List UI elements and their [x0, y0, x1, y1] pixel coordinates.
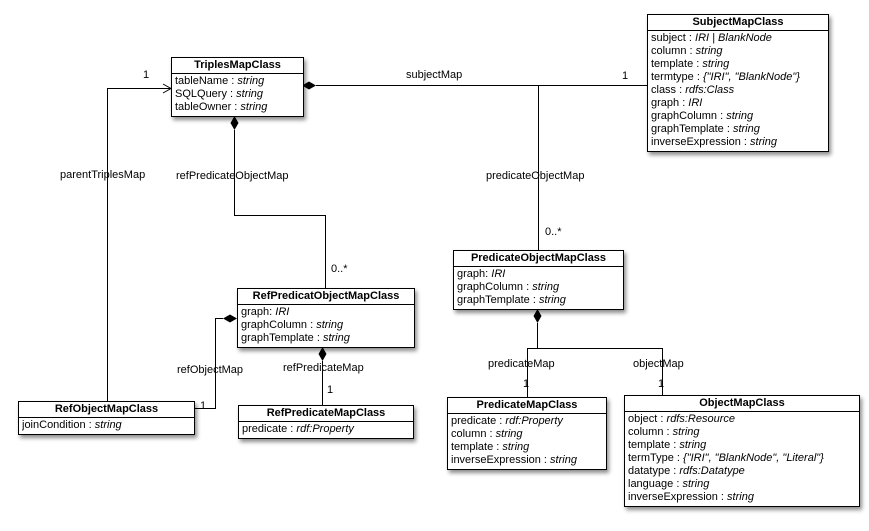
- class-box-predicatemapclass: PredicateMapClass predicate : rdf:Proper…: [447, 397, 607, 470]
- attribute-row: inverseExpression : string: [651, 136, 777, 148]
- edge-label-parent-triples-map: parentTriplesMap: [60, 169, 146, 181]
- multiplicity-ref-predicate-object-map: 0..*: [331, 263, 348, 275]
- multiplicity-ref-object-map: 1: [200, 400, 207, 412]
- class-title: RefPredicatObjectMapClass: [238, 289, 414, 305]
- attribute-row: predicate : rdf:Property: [242, 423, 354, 435]
- class-title: PredicateObjectMapClass: [454, 251, 623, 267]
- composition-diamond-ref-object-map: [223, 314, 237, 323]
- attribute-row: graphTemplate : string: [651, 123, 760, 135]
- multiplicity-object-map: 1: [658, 378, 665, 390]
- attribute-row: subject : IRI | BlankNode: [651, 32, 772, 44]
- edge-label-predicate-object-map: predicateObjectMap: [486, 170, 585, 182]
- edge-object-branch: [537, 348, 663, 395]
- class-title: RefObjectMapClass: [19, 402, 194, 418]
- class-title: PredicateMapClass: [448, 398, 606, 414]
- attribute-row: template : string: [451, 441, 530, 453]
- attribute-row: SQLQuery : string: [175, 88, 264, 100]
- attribute-row: graph: IRI: [457, 268, 506, 280]
- attribute-row: predicate : rdf:Property: [451, 415, 563, 427]
- attribute-row: datatype : rdfs:Datatype: [628, 465, 745, 477]
- edge-label-object-map: objectMap: [633, 358, 684, 370]
- edge-label-ref-predicate-map: refPredicateMap: [283, 362, 364, 374]
- edge-parent-triples-map: [107, 88, 170, 401]
- attribute-row: template : string: [651, 58, 730, 70]
- class-title: RefPredicateMapClass: [239, 406, 413, 422]
- multiplicity-predicate-map: 1: [523, 378, 530, 390]
- attribute-row: termtype : {"IRI", "BlankNode"}: [651, 71, 800, 83]
- attribute-row: template : string: [628, 439, 707, 451]
- class-title: TriplesMapClass: [172, 58, 303, 74]
- attribute-row: graphColumn : string: [241, 319, 344, 331]
- attribute-list: joinCondition : string: [19, 418, 194, 434]
- attribute-row: column : string: [651, 45, 723, 57]
- attribute-row: class : rdfs:Class: [651, 84, 735, 96]
- attribute-row: graph: IRI: [241, 306, 290, 318]
- edge-label-ref-predicate-object-map: refPredicateObjectMap: [176, 170, 289, 182]
- multiplicity-subject-map: 1: [622, 70, 629, 82]
- class-box-subjectmapclass: SubjectMapClass subject : IRI | BlankNod…: [647, 14, 829, 152]
- attribute-row: tableOwner : string: [175, 101, 268, 113]
- attribute-row: joinCondition : string: [22, 419, 122, 431]
- attribute-row: object : rdfs:Resource: [628, 413, 735, 425]
- attribute-row: graphColumn : string: [457, 281, 560, 293]
- attribute-row: graphColumn : string: [651, 110, 754, 122]
- class-title: SubjectMapClass: [648, 15, 828, 31]
- composition-diamond-subject-map: [302, 81, 316, 90]
- attribute-row: termType : {"IRI", "BlankNode", "Literal…: [628, 452, 824, 464]
- edge-label-ref-object-map: refObjectMap: [177, 364, 244, 376]
- attribute-row: column : string: [451, 428, 523, 440]
- edge-label-predicate-map: predicateMap: [488, 358, 555, 370]
- composition-diamond-ref-predicate-object-map: [230, 116, 239, 130]
- attribute-row: graphTemplate : string: [457, 294, 566, 306]
- class-title: ObjectMapClass: [625, 396, 859, 412]
- class-box-refpredicatemapclass: RefPredicateMapClass predicate : rdf:Pro…: [238, 405, 414, 439]
- attribute-row: graphTemplate : string: [241, 332, 350, 344]
- attribute-row: graph : IRI: [651, 97, 703, 109]
- multiplicity-predicate-object-map: 0..*: [545, 226, 562, 238]
- multiplicity-parent-triples-map: 1: [143, 69, 150, 81]
- multiplicity-ref-predicate-map: 1: [327, 384, 334, 396]
- attribute-list: predicate : rdf:Property: [239, 422, 413, 438]
- class-box-refobjectmapclass: RefObjectMapClass joinCondition : string: [18, 401, 195, 435]
- edge-label-subject-map: subjectMap: [406, 69, 463, 81]
- composition-diamond-predicate-object: [533, 309, 542, 323]
- attribute-row: column : string: [628, 426, 700, 438]
- attribute-row: inverseExpression : string: [628, 491, 754, 503]
- edge-ref-predicate-object-map: [234, 130, 326, 288]
- open-arrowhead-parent-triples-map: [162, 83, 173, 94]
- attribute-row: inverseExpression : string: [451, 454, 577, 466]
- attribute-row: language : string: [628, 478, 710, 490]
- composition-diamond-ref-predicate-map: [318, 347, 327, 361]
- attribute-row: tableName : string: [175, 75, 265, 87]
